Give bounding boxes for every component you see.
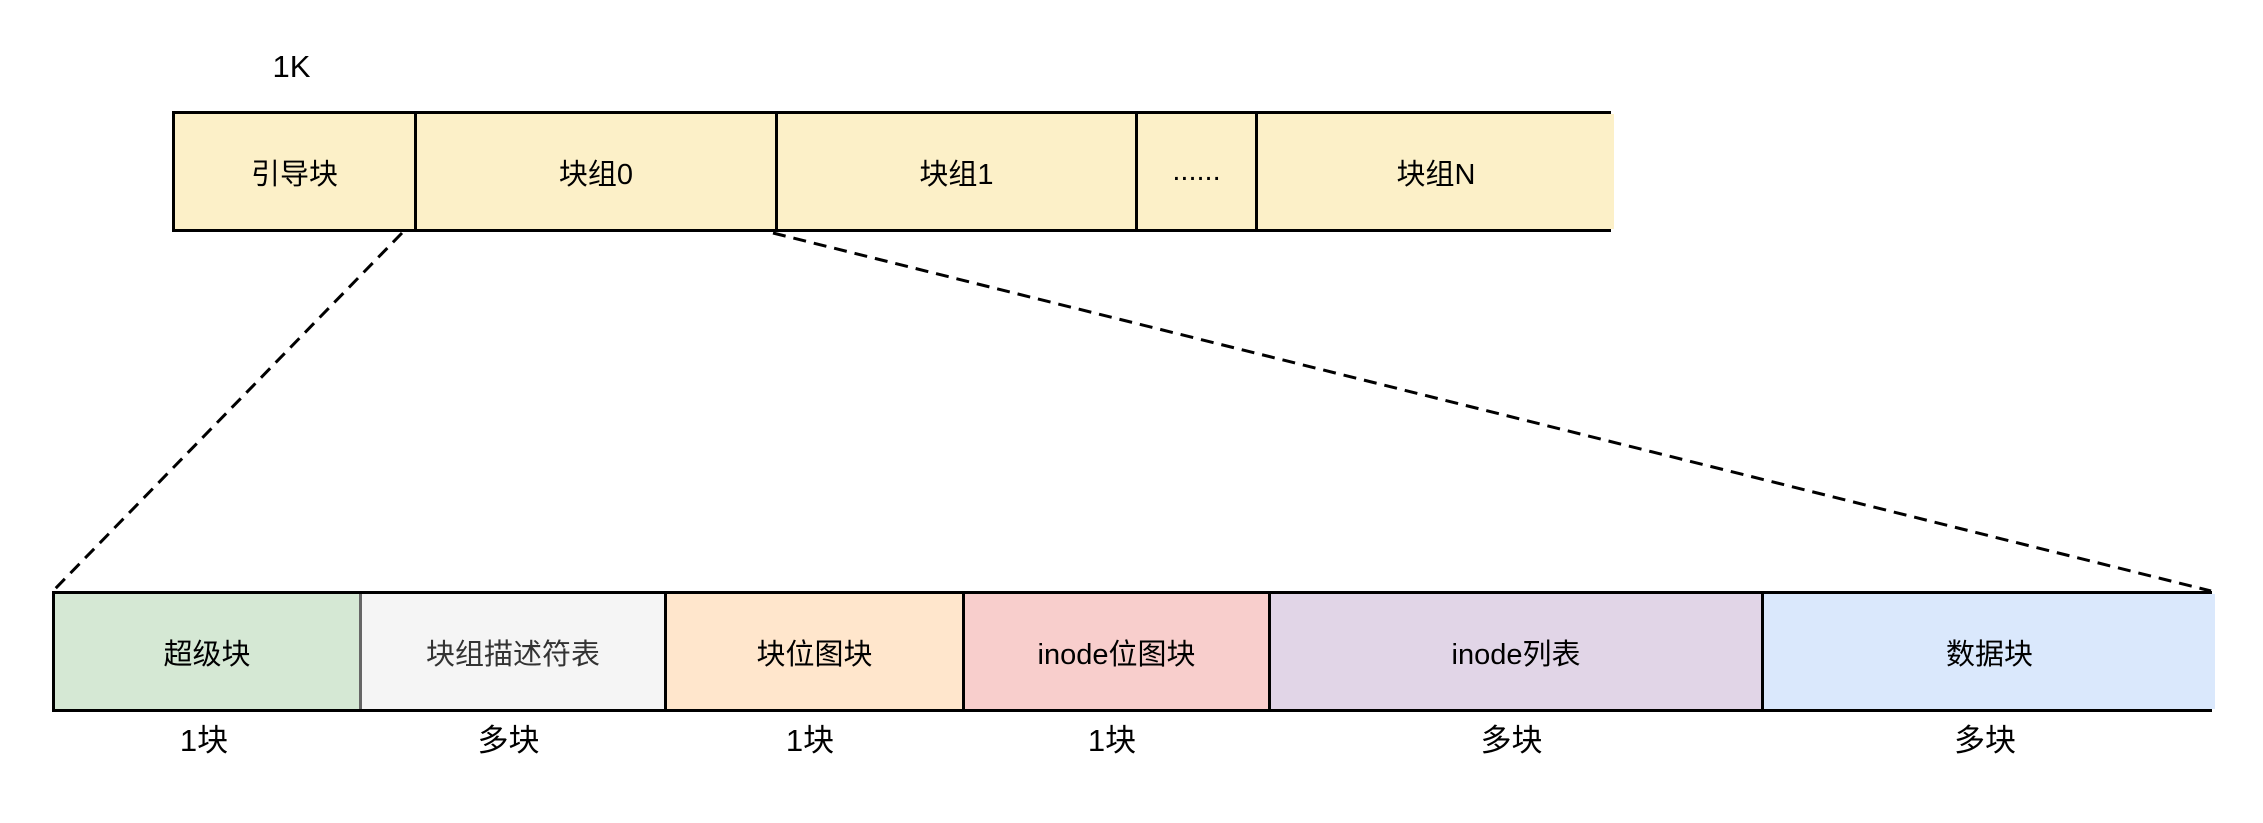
segment-superblock: 超级块 [55,594,359,709]
count-data-blocks: 多块 [1954,723,2016,758]
expansion-line-right [772,231,2212,593]
count-inode-bitmap: 1块 [1087,723,1137,758]
count-block-bitmap: 1块 [785,723,835,758]
segment-inode-bitmap: inode位图块 [962,594,1268,709]
segment-group-descriptor-table: 块组描述符表 [359,594,664,709]
disk-layout-bar: 引导块 块组0 块组1 ...... 块组N [172,111,1614,232]
count-inode-table: 多块 [1480,723,1543,758]
block-group-detail-bar: 超级块 块组描述符表 块位图块 inode位图块 inode列表 数据块 [52,591,2215,712]
block-size-label: 1K [272,49,311,84]
segment-data-blocks: 数据块 [1761,594,2215,709]
segment-boot-block: 引导块 [175,114,414,229]
segment-block-group-n: 块组N [1255,114,1614,229]
segment-block-group-1: 块组1 [775,114,1135,229]
expansion-line-left [51,231,404,593]
count-superblock: 1块 [179,723,229,758]
count-group-descriptor-table: 多块 [477,723,540,758]
segment-ellipsis: ...... [1135,114,1255,229]
segment-inode-table: inode列表 [1268,594,1761,709]
block-counts-row: 1块 多块 1块 1块 多块 多块 [52,722,2212,759]
segment-block-group-0: 块组0 [414,114,775,229]
segment-block-bitmap: 块位图块 [664,594,962,709]
